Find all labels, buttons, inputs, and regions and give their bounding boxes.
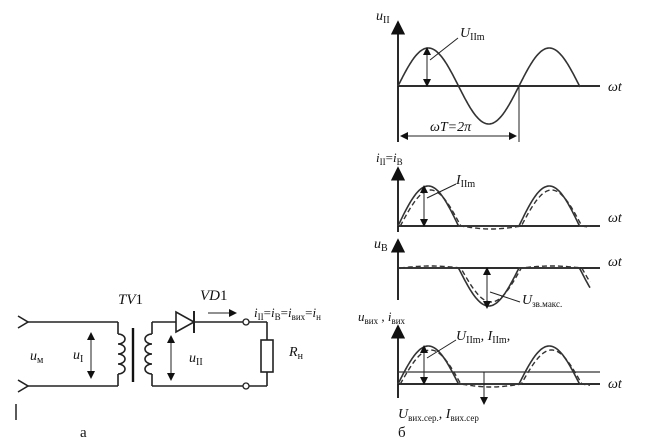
g2-solid (397, 185, 590, 227)
label-uM: uм (30, 349, 44, 366)
secondary-winding (144, 333, 153, 375)
g1-period-label: ωT=2π (430, 120, 472, 135)
g4-average-label: Uвих.сер., Iвих.сер (398, 407, 479, 423)
input-terminal-top (17, 315, 30, 329)
g1-ylabel: uII (376, 9, 390, 26)
diode-vd1 (175, 310, 196, 334)
graph-uB: uВ Uзв.макс. ωt (374, 237, 623, 309)
label-uI: uI (73, 348, 83, 365)
g2-axis-label: ωt (608, 211, 623, 226)
load-resistor (260, 339, 274, 373)
g2-dashed (399, 189, 591, 230)
g2-amplitude-label: IIIm (455, 173, 475, 190)
g4-solid (397, 345, 590, 385)
circuit-schematic: uм uI uII TV1 VD1 Rн iII=iВ=iвих=iн а (15, 288, 321, 441)
g4-ylabel: uвих , iвих (358, 309, 406, 326)
graph-output: uвих , iвих UIIm, IIIm, Uвих.сер., Iвих.… (358, 309, 623, 441)
g3-ylabel: uВ (374, 237, 388, 254)
graph-uII: uII UIIm ωT=2π ωt (376, 9, 623, 142)
g1-amplitude-label: UIIm (460, 26, 485, 43)
label-uII: uII (189, 351, 203, 368)
g4-axis-label: ωt (608, 377, 623, 392)
output-terminal-bottom (242, 382, 250, 390)
label-TV1: TV1 (118, 292, 143, 308)
g2-ylabel: iII=iВ (376, 150, 403, 167)
g3-axis-label: ωt (608, 255, 623, 270)
g3-solid (398, 267, 591, 307)
g4-amplitude-label: UIIm, IIIm, (456, 329, 510, 346)
g3-max-label: Uзв.макс. (522, 293, 562, 309)
graph-current: iII=iВ IIIm ωt (376, 150, 623, 232)
input-terminal-bottom (17, 379, 30, 393)
label-VD1: VD1 (200, 288, 228, 304)
label-Rn: Rн (288, 345, 304, 362)
g4-dashed (399, 349, 591, 388)
g3-dashed (399, 265, 591, 303)
caption-b: б (398, 425, 406, 441)
caption-a: а (80, 425, 87, 441)
label-currents: iII=iВ=iвих=iн (254, 305, 321, 322)
g1-axis-label: ωt (608, 80, 623, 95)
primary-winding (117, 333, 126, 375)
output-terminal-top (242, 318, 250, 326)
